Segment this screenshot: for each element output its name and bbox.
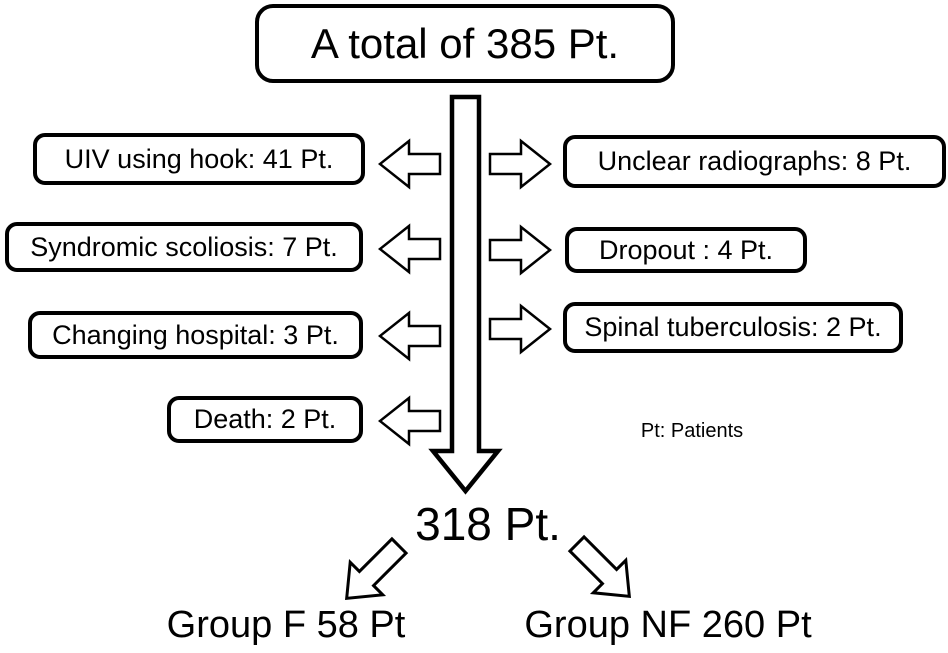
remaining-patients-label: 318 Pt. [415, 498, 561, 550]
left-arrow-2 [377, 223, 442, 275]
right-arrow-3 [488, 303, 553, 355]
exclusion-box-dropout: Dropout : 4 Pt. [565, 227, 807, 273]
main-down-arrow [428, 94, 503, 495]
left-arrow-3 [377, 310, 442, 362]
exclusion-box-syndromic-scoliosis: Syndromic scoliosis: 7 Pt. [5, 222, 363, 272]
left-arrow-1 [377, 138, 442, 190]
right-arrow-1 [488, 138, 553, 190]
total-patients-box: A total of 385 Pt. [255, 4, 675, 83]
group-nf-label: Group NF 260 Pt [524, 604, 812, 646]
exclusion-box-uiv-hook: UIV using hook: 41 Pt. [33, 133, 365, 185]
exclusion-box-unclear-radiographs: Unclear radiographs: 8 Pt. [563, 135, 946, 188]
right-arrow-2 [488, 224, 553, 276]
footnote-pt-patients: Pt: Patients [640, 420, 744, 442]
group-f-label: Group F 58 Pt [166, 604, 406, 646]
exclusion-box-death: Death: 2 Pt. [167, 396, 363, 443]
exclusion-box-spinal-tuberculosis: Spinal tuberculosis: 2 Pt. [563, 302, 903, 353]
left-arrow-4 [377, 395, 442, 447]
diag-arrow-group-nf [567, 534, 631, 598]
exclusion-box-changing-hospital: Changing hospital: 3 Pt. [28, 311, 363, 359]
diag-arrow-group-f [345, 536, 409, 600]
